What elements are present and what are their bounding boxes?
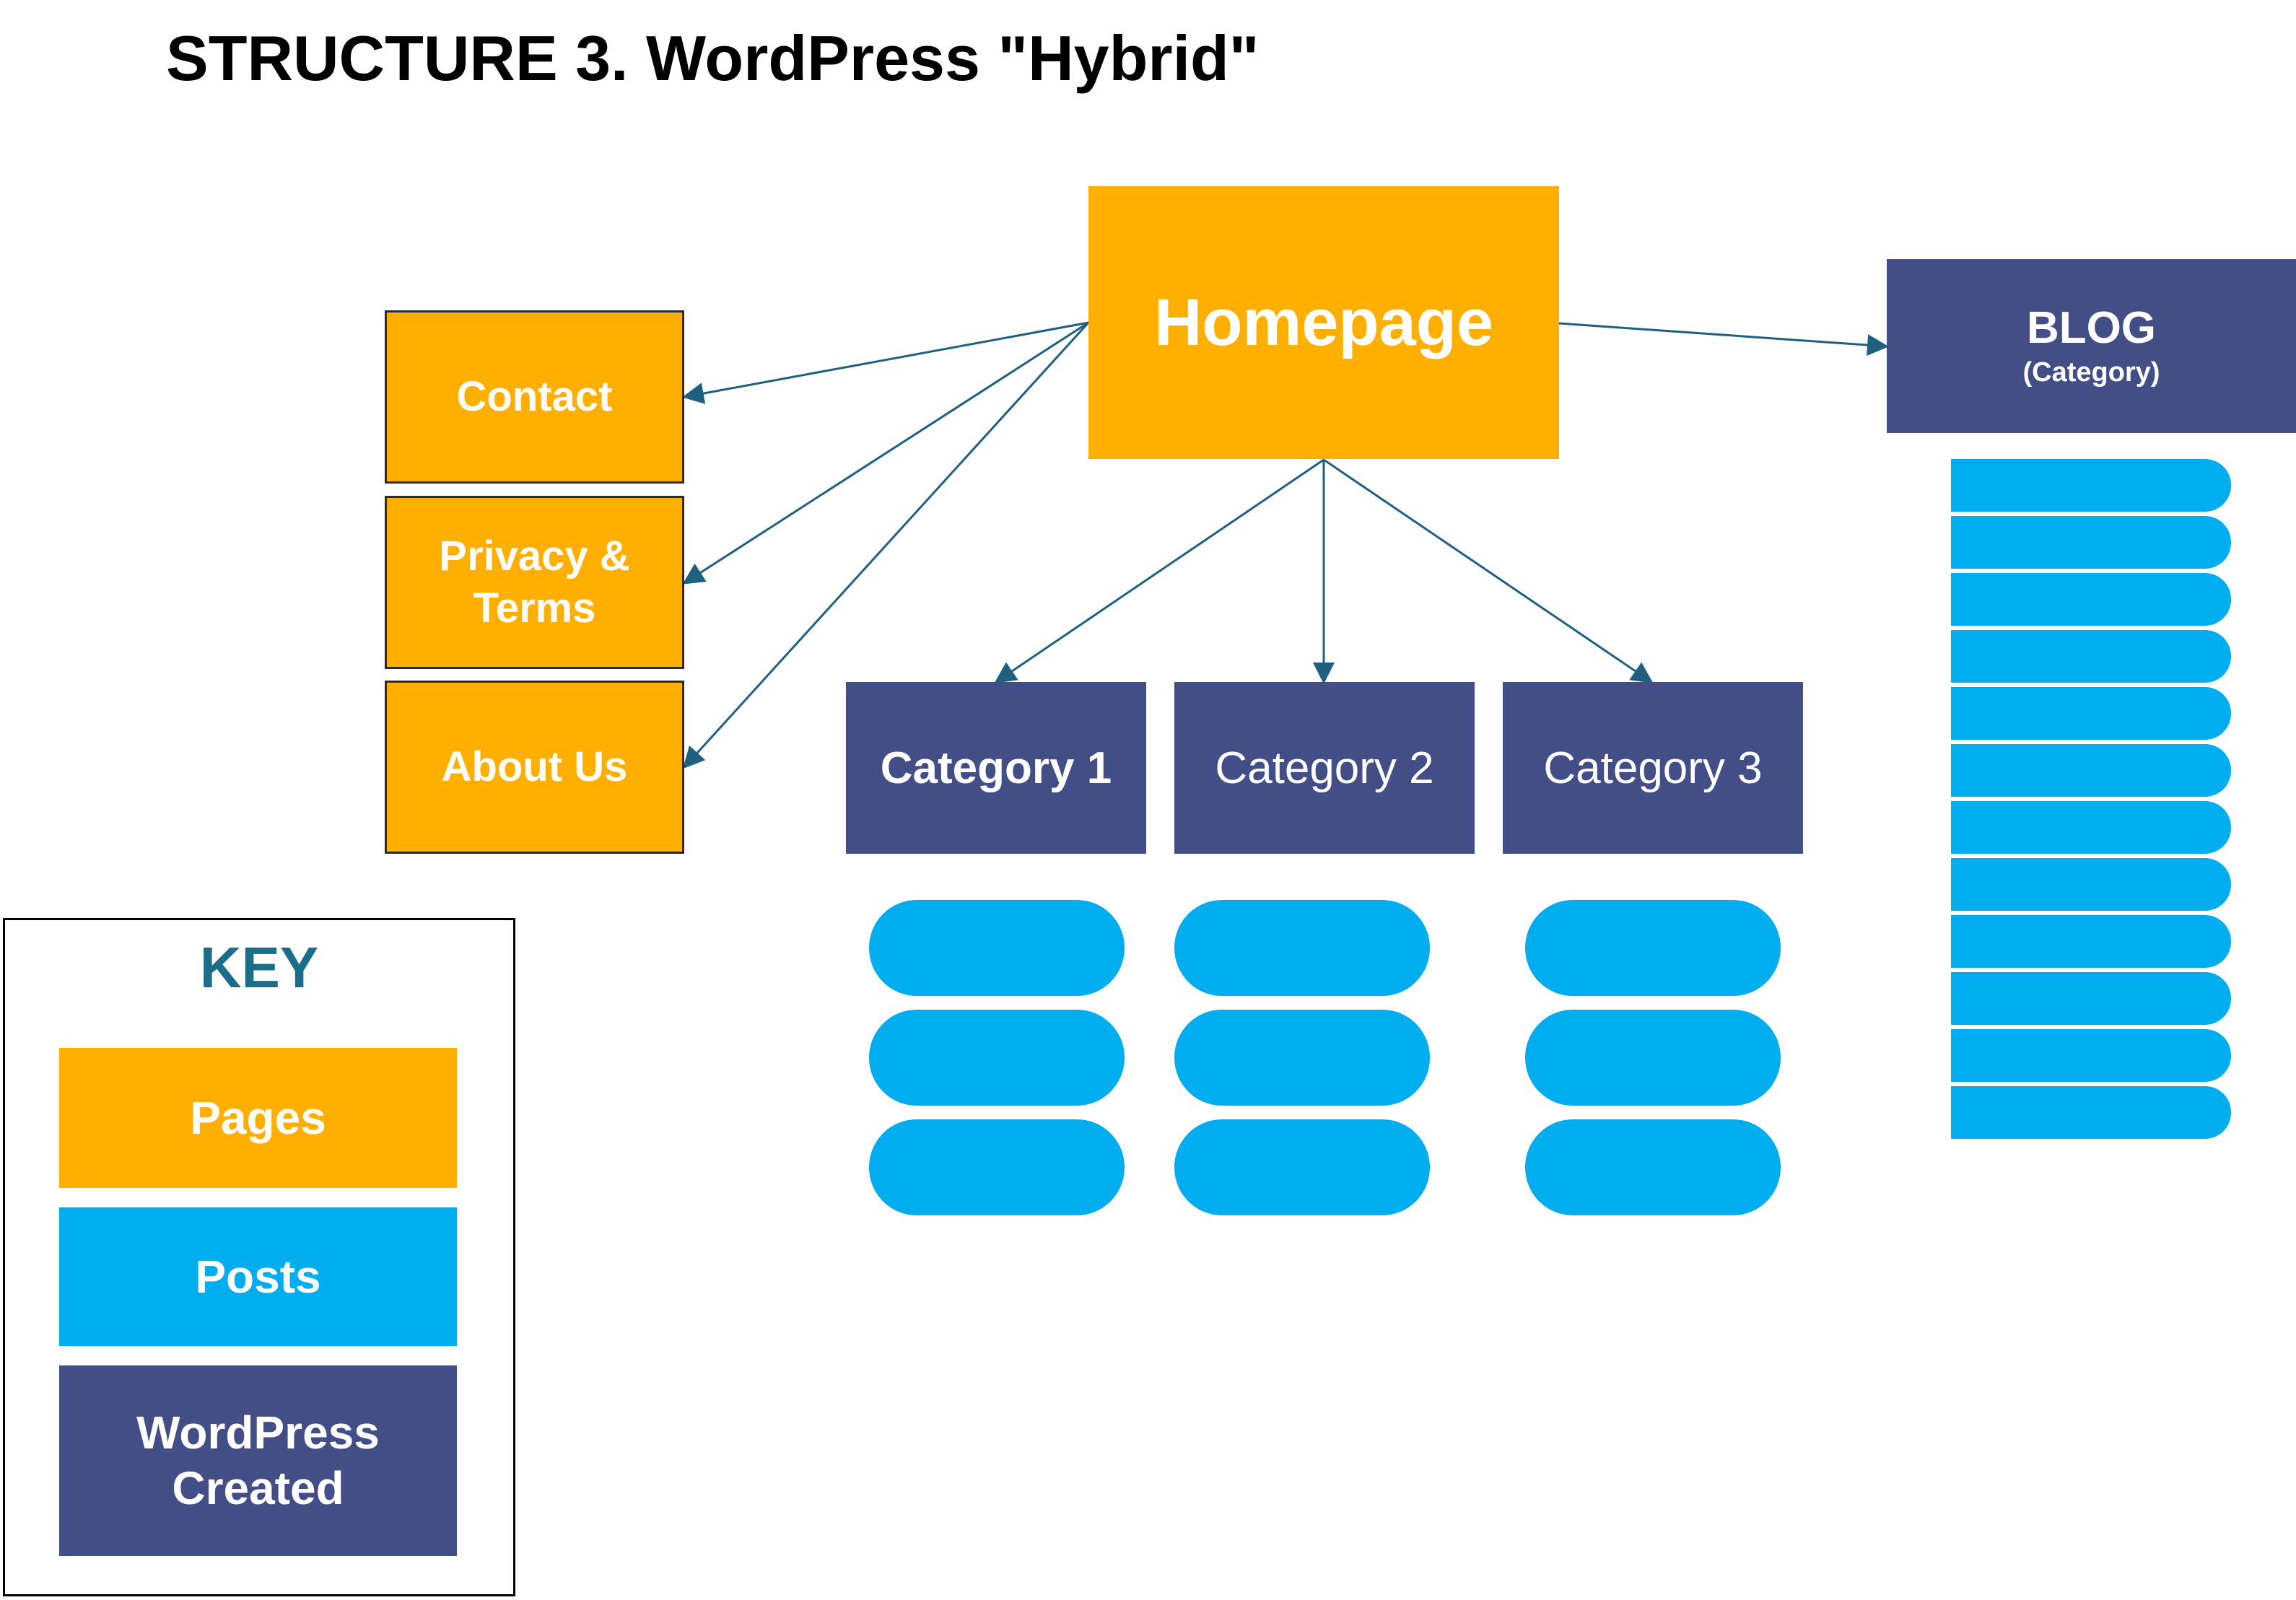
key-pages-label: Pages <box>190 1091 326 1144</box>
blog-post-10[interactable] <box>1951 972 2231 1025</box>
connector-home-category-3 <box>1323 458 1654 683</box>
about-us-page-label: About Us <box>441 743 628 790</box>
blog-post-5[interactable] <box>1951 687 2231 740</box>
category-3-post-1[interactable] <box>1525 900 1781 996</box>
blog-sublabel: (Category) <box>2022 357 2160 388</box>
category-1-post-1[interactable] <box>869 900 1125 996</box>
blog-post-1[interactable] <box>1951 459 2231 512</box>
key-title: KEY <box>199 935 319 1000</box>
about-us-page-node[interactable]: About Us <box>385 681 684 854</box>
blog-post-3[interactable] <box>1951 573 2231 626</box>
connector-home-privacy <box>682 321 1089 585</box>
key-wordpress-label: WordPress Created <box>136 1407 380 1514</box>
category-3-label: Category 3 <box>1543 743 1763 793</box>
category-2-post-1[interactable] <box>1174 900 1430 996</box>
blog-post-12[interactable] <box>1951 1086 2231 1139</box>
category-1-node[interactable]: Category 1 <box>846 682 1146 854</box>
homepage-node[interactable]: Homepage <box>1088 186 1559 459</box>
connector-home-category-1 <box>994 458 1324 683</box>
diagram-title: STRUCTURE 3. WordPress "Hybrid" <box>166 22 1260 94</box>
key-posts-swatch: Posts <box>59 1207 457 1346</box>
category-1-post-3[interactable] <box>869 1119 1125 1215</box>
contact-page-node[interactable]: Contact <box>385 310 684 484</box>
privacy-terms-page-node[interactable]: Privacy & Terms <box>385 496 684 669</box>
connector-home-about <box>682 321 1090 769</box>
homepage-label: Homepage <box>1153 285 1494 359</box>
blog-post-2[interactable] <box>1951 516 2231 569</box>
connector-home-blog <box>1558 322 1889 357</box>
blog-post-4[interactable] <box>1951 630 2231 683</box>
category-2-node[interactable]: Category 2 <box>1174 682 1475 854</box>
key-pages-swatch: Pages <box>59 1048 457 1188</box>
category-3-post-3[interactable] <box>1525 1119 1781 1215</box>
category-1-post-2[interactable] <box>869 1010 1125 1106</box>
category-2-post-3[interactable] <box>1174 1119 1430 1215</box>
blog-label: BLOG <box>2026 302 2157 353</box>
contact-page-label: Contact <box>456 372 613 420</box>
blog-post-11[interactable] <box>1951 1029 2231 1082</box>
blog-post-9[interactable] <box>1951 915 2231 968</box>
key-posts-label: Posts <box>195 1250 321 1303</box>
blog-post-6[interactable] <box>1951 744 2231 797</box>
category-3-post-2[interactable] <box>1525 1010 1781 1106</box>
privacy-terms-page-label: Privacy & Terms <box>439 532 630 632</box>
blog-post-8[interactable] <box>1951 858 2231 911</box>
key-wordpress-swatch: WordPress Created <box>59 1365 457 1556</box>
category-3-node[interactable]: Category 3 <box>1503 682 1803 854</box>
blog-post-7[interactable] <box>1951 801 2231 854</box>
category-2-post-2[interactable] <box>1174 1010 1430 1106</box>
connector-home-contact <box>682 321 1089 404</box>
category-2-label: Category 2 <box>1215 743 1434 793</box>
category-1-label: Category 1 <box>880 743 1112 793</box>
blog-category-node[interactable]: BLOG (Category) <box>1887 259 2296 433</box>
